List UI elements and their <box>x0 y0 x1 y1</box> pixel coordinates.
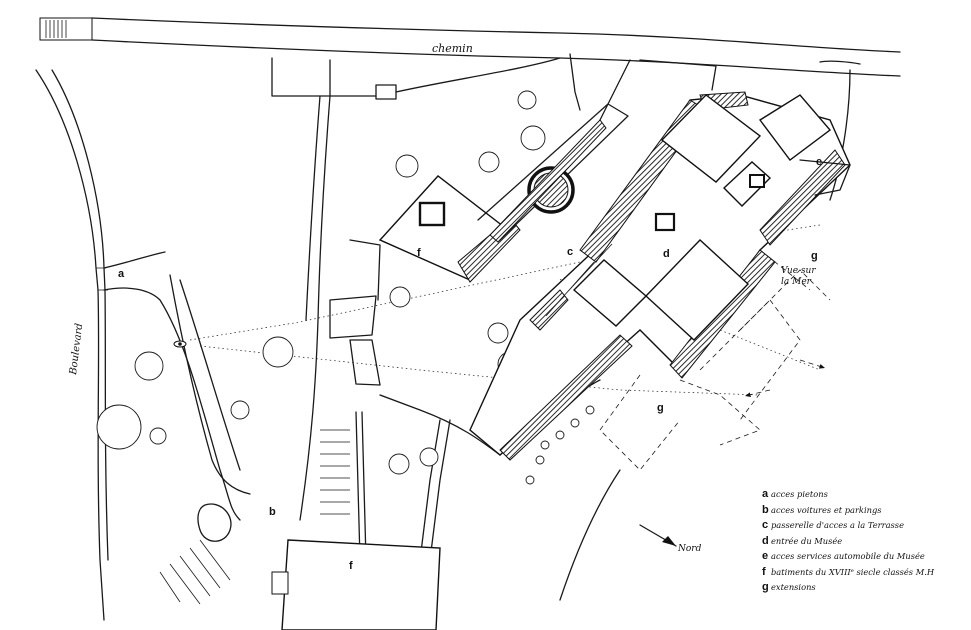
legend-key: a <box>762 488 769 500</box>
legend-text: acces pietons <box>771 489 828 499</box>
legend-key: b <box>762 503 769 516</box>
extensions-outline <box>599 249 831 471</box>
legend-text: entrée du Musée <box>771 535 843 546</box>
marker-c: c <box>567 246 573 258</box>
legend-item-f: f batiments du XVIIIᵉ siecle classés M.H <box>762 566 967 582</box>
marker-f-upper: f <box>417 247 421 259</box>
marker-f-lower: f <box>349 560 353 572</box>
legend-key: d <box>762 534 769 547</box>
legend-text: batiments du XVIIIᵉ siecle classés M.H <box>771 566 935 577</box>
legend-text: passerelle d'acces a la Terrasse <box>771 520 904 530</box>
legend-key: g <box>762 581 769 593</box>
chemin-label: chemin <box>432 42 473 55</box>
marker-g-lower: g <box>657 402 664 414</box>
boulevard-label: Boulevard <box>68 323 85 377</box>
legend-key: c <box>762 519 769 531</box>
marker-g-upper: g <box>811 250 818 262</box>
historic-buildings <box>271 175 521 630</box>
chemin-road <box>39 17 901 77</box>
legend-key: e <box>762 550 769 562</box>
legend-text: extensions <box>771 582 816 592</box>
legend-text: acces voitures et parkings <box>771 504 882 515</box>
marker-b: b <box>269 506 276 518</box>
legend-text: acces services automobile du Musée <box>771 551 925 561</box>
north-arrow <box>639 524 677 547</box>
marker-e: e <box>816 156 822 168</box>
footbridge <box>477 103 629 243</box>
marker-a: a <box>118 268 125 280</box>
legend-key: f <box>762 565 766 578</box>
marker-d: d <box>663 248 670 260</box>
north-label: Nord <box>677 544 702 554</box>
